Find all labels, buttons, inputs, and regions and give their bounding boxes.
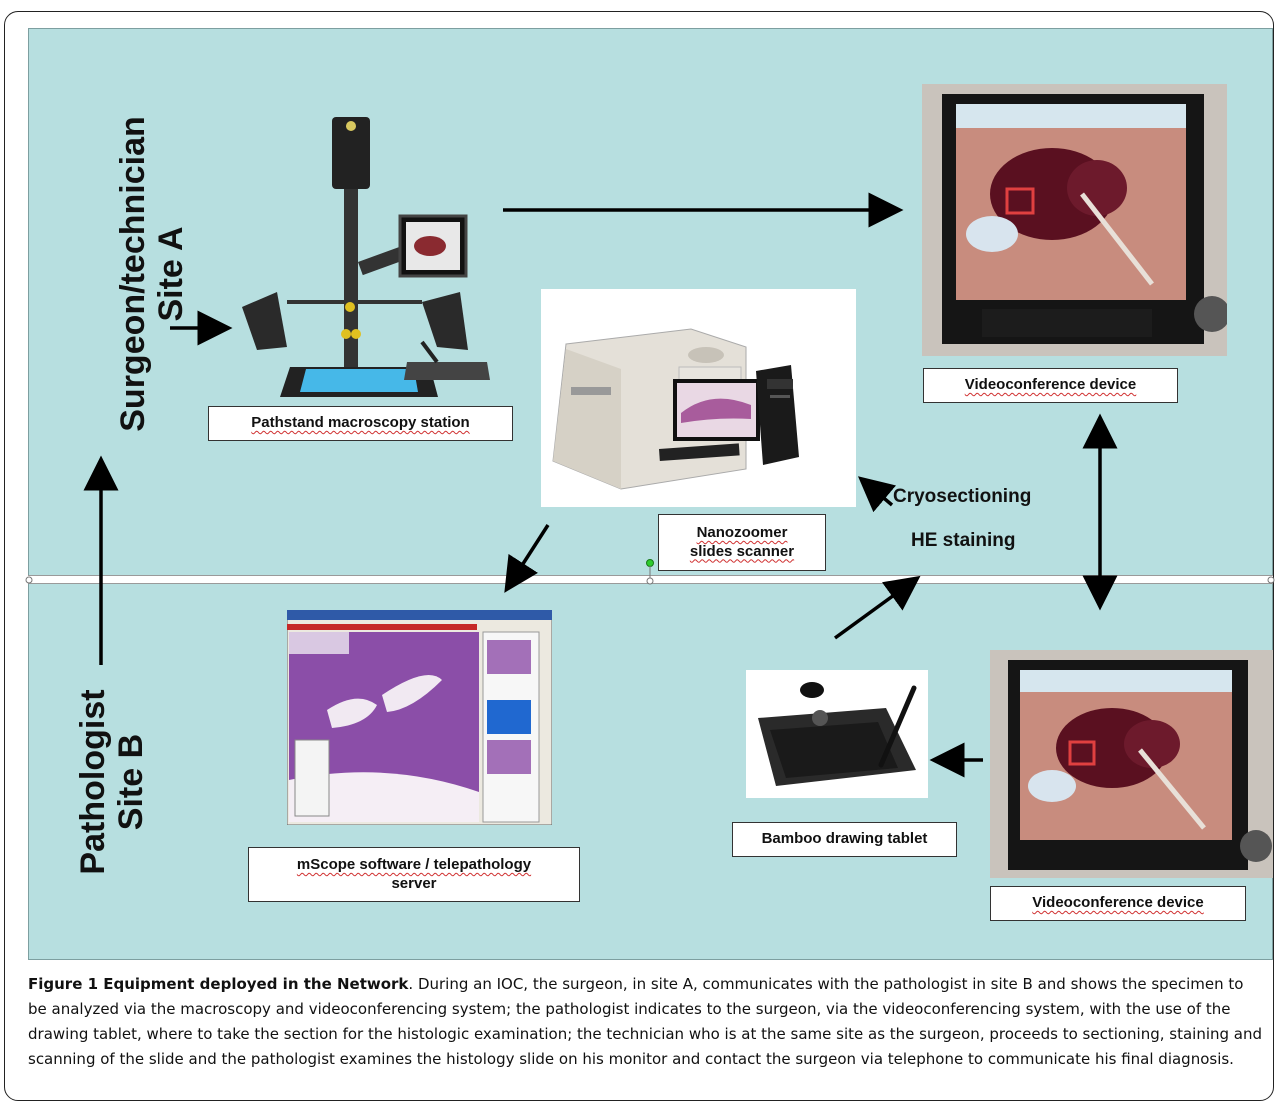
videoconf-b-label: Videoconference device xyxy=(990,886,1246,921)
arrow-cryo-to-scanner xyxy=(857,476,897,513)
videoconf-a-label: Videoconference device xyxy=(923,368,1178,403)
nanozoomer-label-line2: slides scanner xyxy=(689,542,795,560)
mscope-label: mScope software / telepathology server xyxy=(248,847,580,902)
arrow-tablet-to-staining xyxy=(833,575,921,640)
nanozoomer-label: Nanozoomer slides scanner xyxy=(658,514,826,571)
mscope-label-line1: mScope software / telepathology xyxy=(296,855,532,873)
caption-body: . During an IOC, the surgeon, in site A,… xyxy=(28,975,1263,1068)
videoconf-b-label-text: Videoconference device xyxy=(1032,894,1204,912)
nanozoomer-scanner-image xyxy=(552,328,799,490)
videoconf-a-label-text: Videoconference device xyxy=(964,376,1137,394)
he-staining-label: HE staining xyxy=(911,530,1016,551)
videoconference-device-a-image xyxy=(922,84,1227,356)
nanozoomer-label-line1: Nanozoomer xyxy=(696,523,788,541)
cryosectioning-label: Cryosectioning xyxy=(893,486,1032,507)
bamboo-label: Bamboo drawing tablet xyxy=(732,822,957,857)
green-handle xyxy=(646,559,654,567)
videoconference-device-b-image xyxy=(990,650,1273,878)
mscope-software-image xyxy=(287,610,552,825)
bamboo-label-text: Bamboo drawing tablet xyxy=(761,830,928,848)
pathstand-label-text: Pathstand macroscopy station xyxy=(251,414,470,432)
figure-caption: Figure 1 Equipment deployed in the Netwo… xyxy=(28,972,1266,1072)
caption-title: Figure 1 Equipment deployed in the Netwo… xyxy=(28,975,409,993)
arrow-scanner-to-mscope xyxy=(504,524,550,593)
bamboo-tablet-image xyxy=(758,682,917,786)
pathstand-label: Pathstand macroscopy station xyxy=(208,406,513,441)
mscope-label-line2: server xyxy=(391,874,437,892)
pathstand-station-image xyxy=(242,117,490,397)
